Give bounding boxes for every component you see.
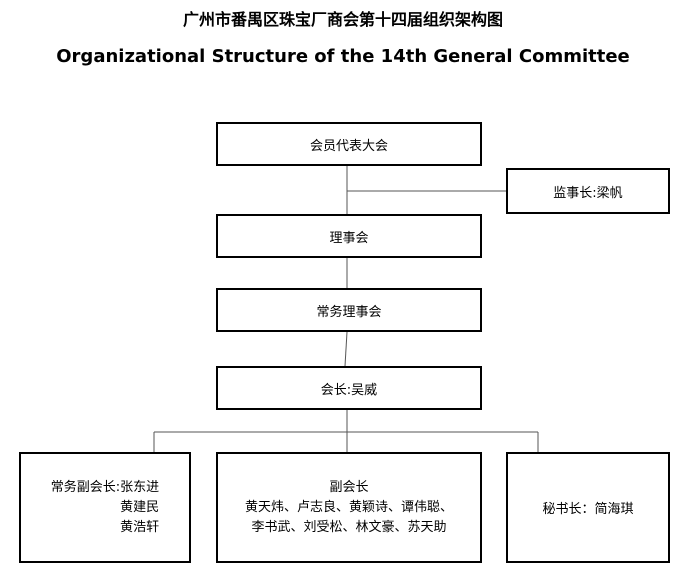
- node-standing-council-label: 常务理事会: [316, 304, 382, 320]
- node-vice-presidents: 副会长 黄天炜、卢志良、黄颖诗、谭伟聪、 李书武、刘受松、林文豪、苏天助: [216, 452, 482, 563]
- node-council: 理事会: [216, 214, 482, 258]
- node-member-assembly-label: 会员代表大会: [309, 138, 388, 154]
- node-secretary-general: 秘书长：简海琪: [506, 452, 670, 563]
- node-secretary-general-label: 秘书长：简海琪: [542, 502, 634, 517]
- exec-vp-line-2: 黄建民: [120, 499, 160, 515]
- node-member-assembly: 会员代表大会: [216, 122, 482, 166]
- chart-title-chinese: 广州市番禺区珠宝厂商会第十四届组织架构图: [182, 10, 503, 29]
- node-executive-vice-president: 常务副会长:张东进 黄建民 黄浩轩: [19, 452, 191, 563]
- vp-heading: 副会长: [329, 479, 369, 495]
- node-standing-council: 常务理事会: [216, 288, 482, 332]
- vp-line-1: 黄天炜、卢志良、黄颖诗、谭伟聪、: [244, 499, 453, 515]
- connector-standing-president: [344, 331, 348, 367]
- exec-vp-line-3: 黄浩轩: [120, 519, 160, 535]
- chart-title-english: Organizational Structure of the 14th Gen…: [56, 46, 630, 67]
- node-president: 会长:吴威: [216, 366, 482, 410]
- node-president-label: 会长:吴威: [320, 382, 378, 398]
- exec-vp-line-1: 常务副会长:张东进: [50, 479, 160, 495]
- node-chief-supervisor-label: 监事长:梁帆: [553, 185, 623, 201]
- vp-line-2: 李书武、刘受松、林文豪、苏天助: [251, 519, 447, 535]
- node-chief-supervisor: 监事长:梁帆: [506, 168, 670, 214]
- node-council-label: 理事会: [329, 230, 369, 246]
